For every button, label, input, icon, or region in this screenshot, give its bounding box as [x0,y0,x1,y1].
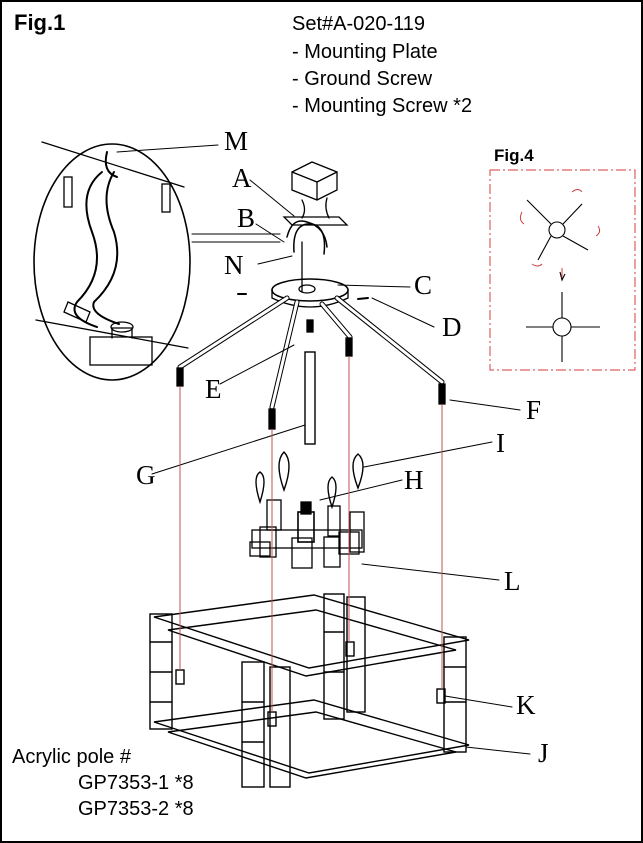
label-c: C [414,270,433,300]
set-id: Set#A-020-119 [292,13,426,35]
chandelier-arms-inner [178,296,444,409]
detail-ellipse [33,141,191,381]
mounting-plate [282,161,349,226]
label-a: A [232,163,252,193]
label-k: K [516,690,536,720]
label-j: J [538,738,549,768]
figure-title: Fig.1 [14,10,66,35]
arm-stud [306,319,314,333]
acrylic-pole-part-2: GP7353-2 *8 [78,798,194,820]
set-item-mounting-plate: - Mounting Plate [292,41,438,63]
label-l: L [504,566,521,596]
tick-mark [357,297,369,300]
frame [149,593,470,788]
candle-cluster [249,499,365,569]
label-f: F [526,395,542,425]
fig4-inset [489,169,636,371]
canopy-wire [293,223,326,255]
label-m: M [224,126,249,156]
canopy-wire [286,220,328,248]
label-i: I [496,428,505,458]
label-b: B [237,203,256,233]
label-e: E [205,374,222,404]
set-item-mounting-screw: - Mounting Screw *2 [292,95,473,117]
label-g: G [136,460,156,490]
center-pole [304,351,316,445]
fig4-title: Fig.4 [494,146,534,165]
label-n: N [224,250,244,280]
acrylic-pole-heading: Acrylic pole # [12,746,131,768]
label-d: D [442,312,462,342]
set-item-ground-screw: - Ground Screw [292,68,433,90]
leader-lines [116,144,531,755]
acrylic-pole-part-1: GP7353-1 *8 [78,772,194,794]
hanging-cords [179,356,443,712]
canopy [271,278,349,308]
bulbs [255,451,364,510]
label-h: H [404,465,424,495]
